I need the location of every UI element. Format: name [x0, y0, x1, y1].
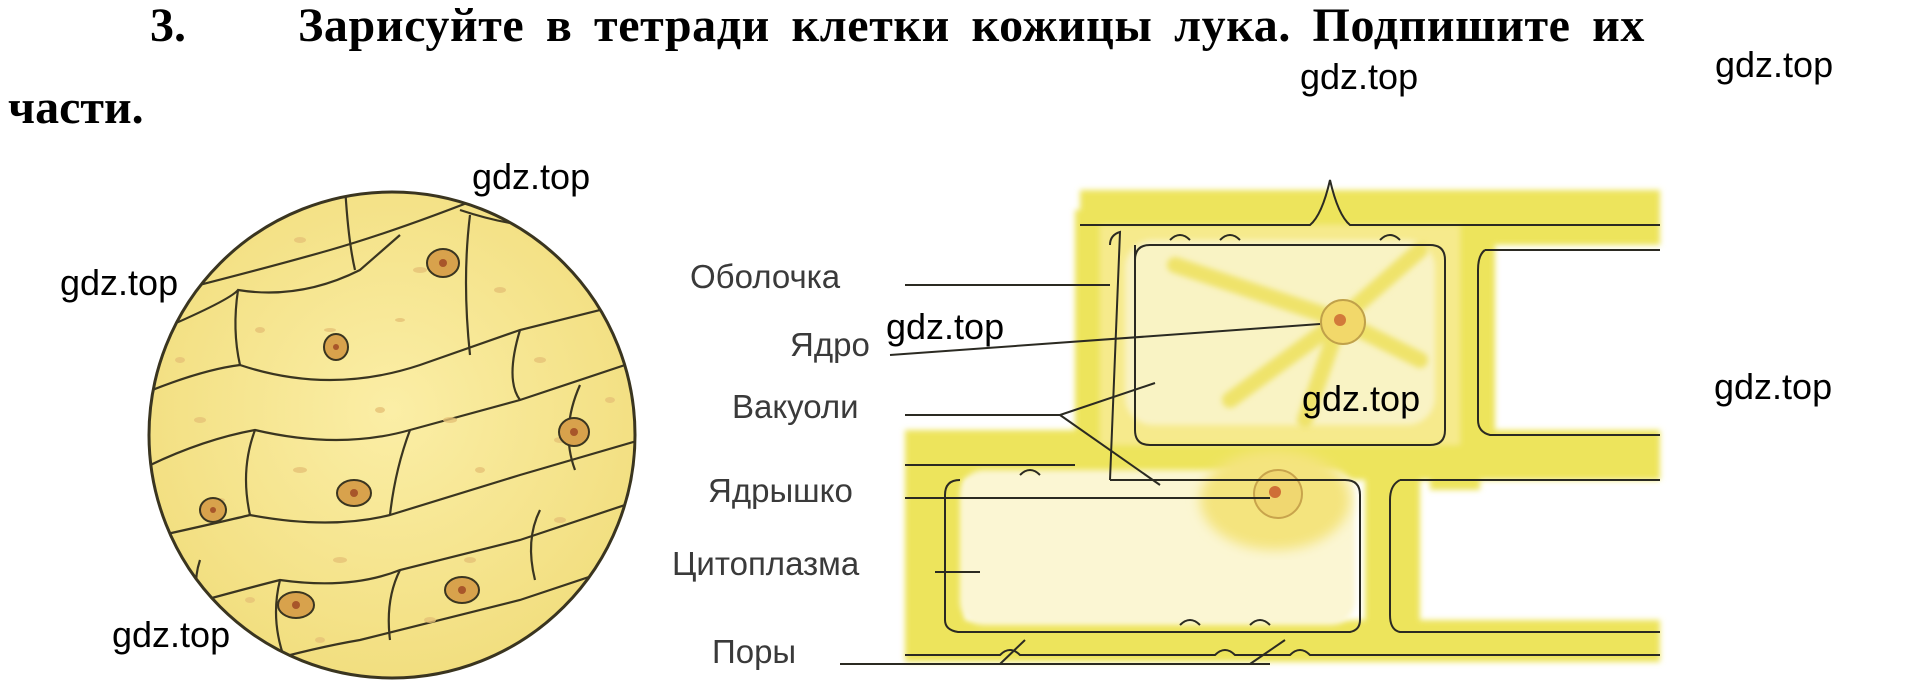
- label-vacuoles: Вакуоли: [732, 388, 859, 425]
- cell-nuclei: [199, 248, 590, 619]
- cell-outlines: [905, 179, 1660, 656]
- label-cytoplasm: Цитоплазма: [672, 545, 860, 582]
- cytoplasm-strands: [1167, 242, 1428, 428]
- task-text-line1: Зарисуйте в тетради клетки кожицы лука. …: [298, 0, 1646, 52]
- watermark: gdz.top: [886, 306, 1005, 347]
- leader-pores-2: [1249, 639, 1286, 665]
- label-nucleolus: Ядрышко: [708, 472, 853, 509]
- watermark: gdz.top: [472, 156, 591, 197]
- cell-walls-network: [149, 192, 635, 678]
- watermark: gdz.top: [60, 262, 179, 303]
- nucleolus-lower: [1269, 486, 1281, 498]
- leader-vacuoles-2: [1059, 414, 1161, 486]
- task-number: 3.: [150, 0, 186, 52]
- labelled-cell-diagram: [840, 179, 1660, 665]
- leader-pores-1: [999, 639, 1026, 665]
- watermark: gdz.top: [112, 614, 231, 655]
- label-pores: Поры: [712, 633, 797, 670]
- leader-lines: [840, 284, 1321, 665]
- watermark: gdz.top: [1300, 56, 1419, 97]
- microscope-view: [147, 190, 637, 680]
- watermark: gdz.top: [1715, 44, 1834, 85]
- leader-nucleus: [889, 323, 1321, 356]
- microscope-field-border: [147, 190, 637, 680]
- watermark: gdz.top: [1714, 366, 1833, 407]
- cell-nucleoli: [210, 259, 578, 609]
- task-text-line2: части.: [8, 81, 144, 134]
- nucleolus-upper: [1334, 314, 1346, 326]
- label-nucleus: Ядро: [790, 326, 870, 363]
- leader-vacuoles-1: [1059, 382, 1156, 416]
- label-membrane: Оболочка: [690, 258, 841, 295]
- watermark: gdz.top: [1302, 378, 1421, 419]
